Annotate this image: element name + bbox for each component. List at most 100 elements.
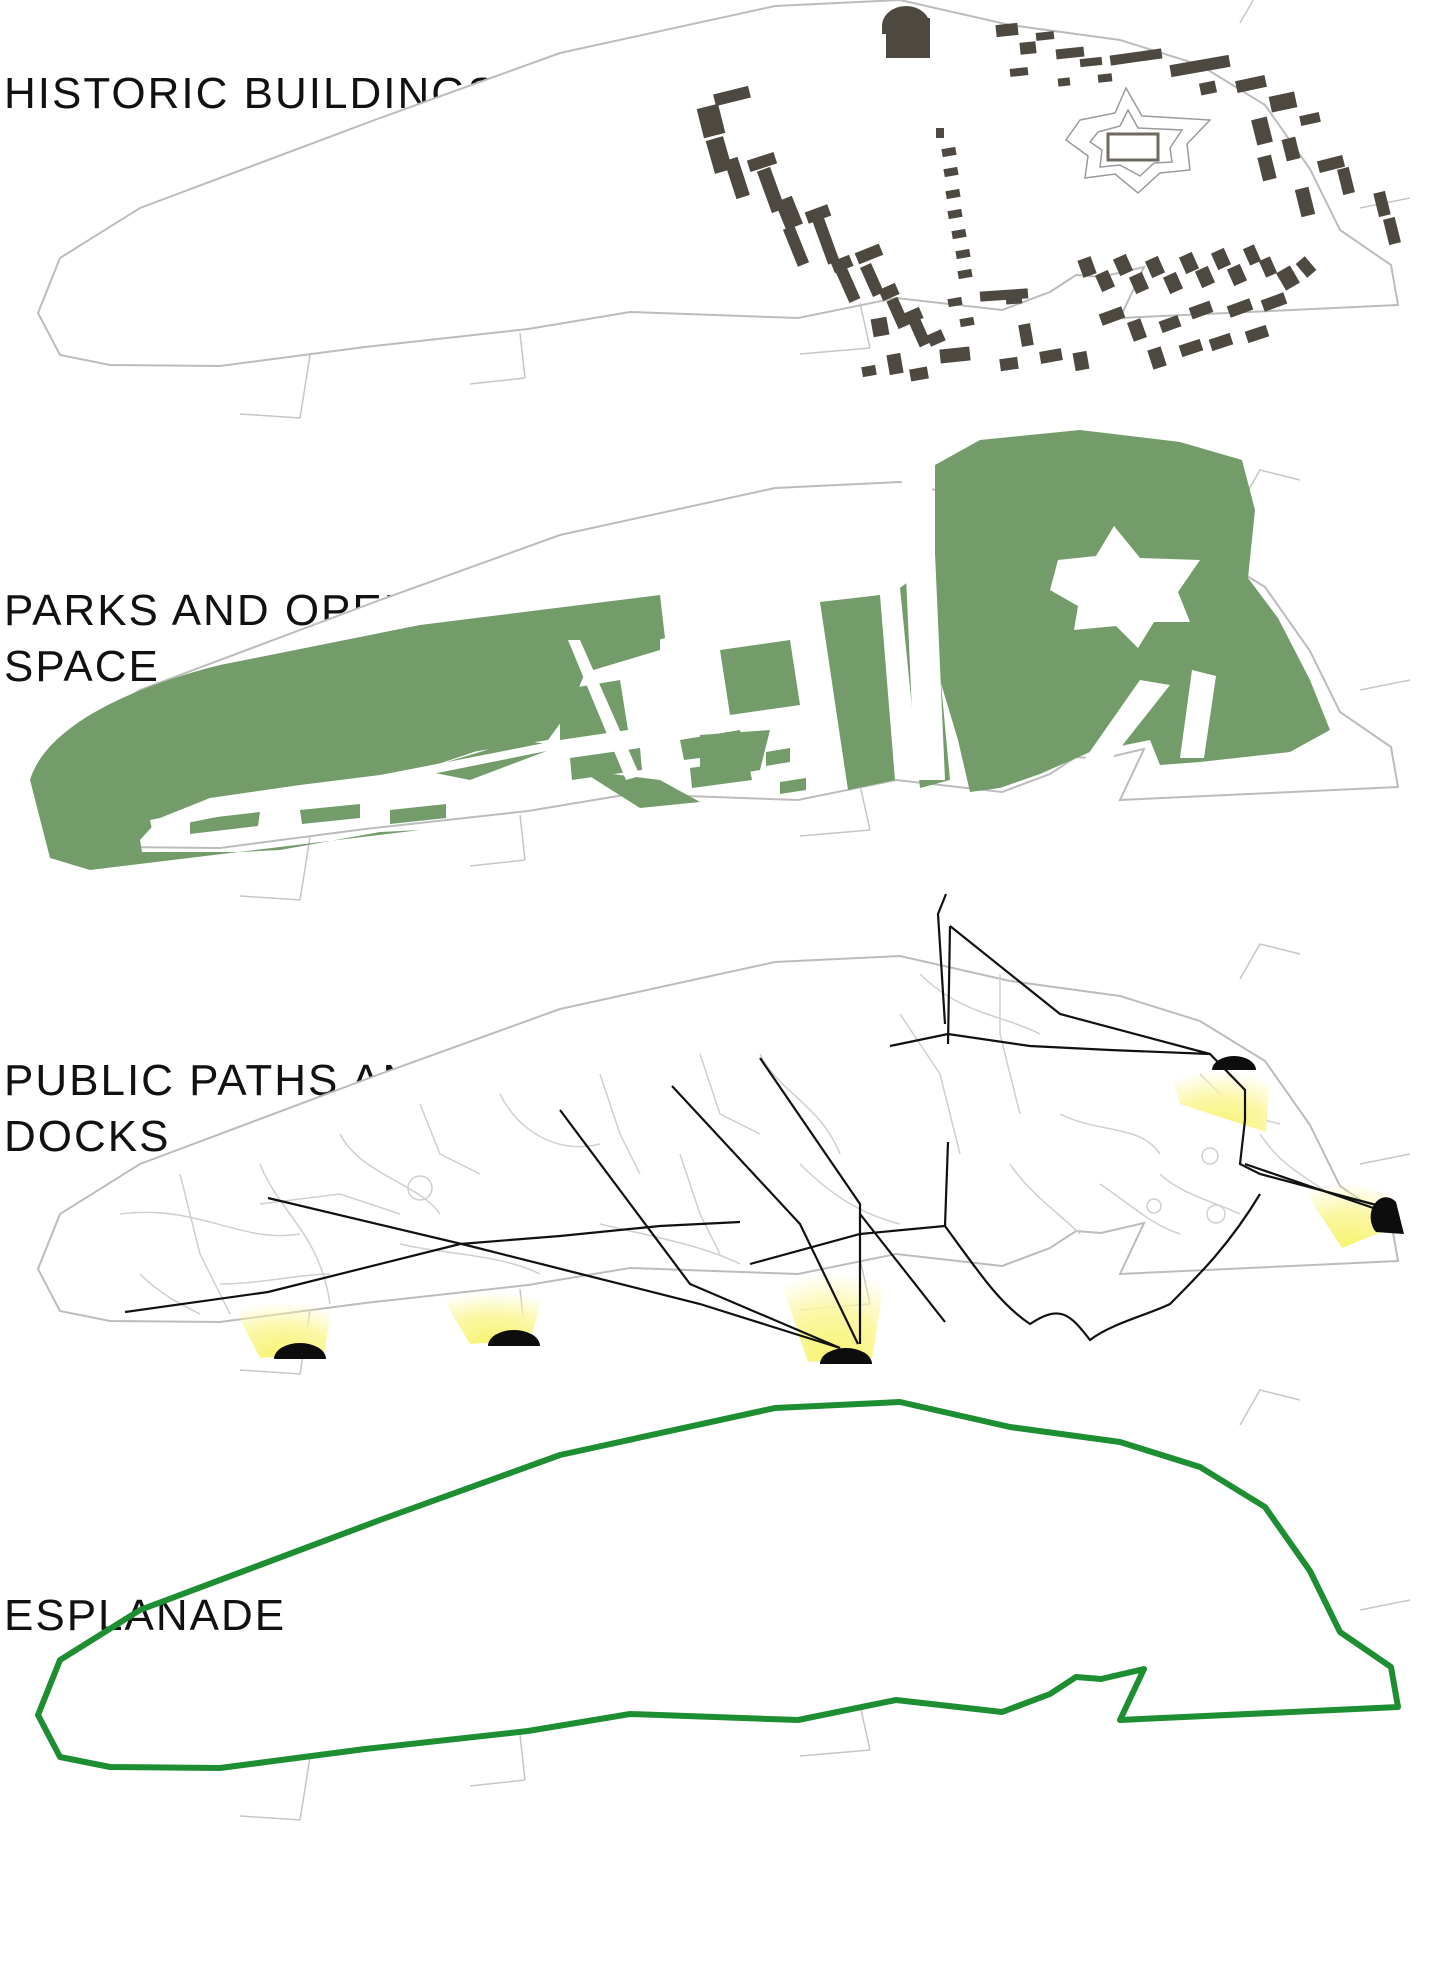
historic-building — [1128, 271, 1150, 295]
path-cut-west — [568, 640, 640, 780]
path-north-link — [946, 925, 952, 1045]
dock-3 — [820, 1348, 872, 1364]
park-south-strip-1 — [300, 740, 372, 766]
historic-building — [1373, 190, 1391, 218]
historic-building — [1109, 48, 1163, 66]
historic-building — [1299, 112, 1321, 126]
historic-building — [1112, 253, 1134, 277]
historic-building — [1268, 91, 1298, 113]
historic-building — [878, 282, 900, 302]
historic-building — [746, 151, 778, 173]
historic-building — [861, 364, 877, 378]
historic-building — [955, 248, 971, 260]
path-cut-vertical — [900, 440, 945, 780]
historic-building — [830, 254, 854, 274]
layer-title-esplanade: ESPLANADE — [4, 1591, 287, 1640]
path-cut-east — [1180, 670, 1216, 758]
historic-building — [1077, 256, 1097, 278]
park-small-lawn — [766, 748, 806, 794]
park-voids — [150, 436, 1216, 830]
historic-building — [1226, 298, 1254, 318]
path-to-east-dock — [1244, 1162, 1386, 1214]
historic-building — [835, 267, 861, 303]
layer-parks-open-space — [30, 430, 1411, 901]
historic-building — [959, 316, 975, 328]
historic-building — [1194, 265, 1216, 289]
path-north-arc — [889, 1032, 1381, 1208]
path-diag-2 — [671, 1085, 859, 1345]
path-east-loop — [936, 893, 948, 1025]
historic-building — [1188, 300, 1214, 320]
dock-1 — [274, 1343, 326, 1359]
historic-building — [909, 318, 931, 348]
historic-building — [1198, 80, 1218, 96]
historic-building — [999, 356, 1019, 372]
historic-building — [713, 85, 751, 107]
path-cut-diagonal — [1070, 680, 1170, 780]
historic-building — [1147, 346, 1167, 370]
park-south-wedge-2 — [580, 770, 700, 808]
historic-building — [724, 156, 750, 200]
historic-building — [1039, 348, 1063, 364]
path-cross-mid — [749, 1141, 950, 1266]
historic-building — [1260, 292, 1288, 312]
dock-5 — [1370, 1197, 1404, 1234]
historic-building — [1144, 255, 1166, 279]
park-south-strip-2 — [380, 726, 460, 750]
historic-building — [782, 225, 810, 267]
historic-building — [860, 262, 884, 298]
park-battery-lawn — [30, 595, 665, 870]
historic-building — [1158, 314, 1182, 334]
historic-building — [1258, 256, 1278, 278]
ferry-stubs — [239, 1389, 1411, 1821]
historic-building — [870, 316, 890, 338]
fort-clearing — [1050, 526, 1200, 648]
historic-building — [1242, 244, 1262, 266]
dock-glow-5 — [1300, 1176, 1394, 1248]
building-footprints — [696, 6, 1401, 382]
historic-building — [936, 128, 944, 138]
historic-building — [1169, 54, 1231, 78]
historic-building — [926, 329, 946, 347]
island-outline — [37, 955, 1399, 1323]
historic-building — [812, 217, 840, 265]
historic-building — [951, 228, 967, 240]
path-diag-1 — [559, 1109, 841, 1350]
historic-building — [886, 352, 904, 376]
historic-building — [1178, 251, 1200, 275]
historic-building — [909, 366, 929, 382]
minor-streets — [119, 973, 1331, 1315]
path-cut-lawn — [150, 740, 562, 830]
park-central-strip — [820, 595, 895, 790]
layer-historic-buildings — [37, 0, 1411, 419]
dock-2 — [488, 1330, 540, 1346]
path-east-west-main — [124, 1220, 741, 1314]
layer-public-paths-docks — [37, 893, 1411, 1375]
layer-esplanade — [38, 1389, 1411, 1821]
dock-glow-2 — [440, 1286, 546, 1344]
historic-building — [1162, 271, 1184, 295]
building-clearing — [894, 436, 926, 468]
historic-building — [1235, 75, 1267, 93]
historic-building — [1079, 56, 1103, 68]
path-south-east-loop — [944, 1193, 1261, 1342]
historic-building — [1009, 67, 1029, 77]
historic-building — [943, 166, 959, 178]
historic-building — [1210, 247, 1232, 271]
historic-building — [1097, 73, 1113, 83]
docks — [274, 1056, 1404, 1364]
historic-building — [1035, 31, 1055, 41]
path-north-diag — [949, 925, 1211, 1056]
historic-building — [1208, 332, 1234, 352]
historic-building — [886, 296, 910, 330]
historic-building — [1178, 338, 1204, 358]
round-historic-building — [882, 6, 930, 34]
historic-building — [854, 243, 884, 265]
park-lower-strips — [190, 804, 446, 834]
public-paths — [124, 893, 1386, 1350]
historic-building — [1094, 269, 1116, 293]
esplanade-loop — [38, 1402, 1398, 1768]
historic-building — [1281, 136, 1301, 162]
historic-building — [1226, 263, 1248, 287]
historic-building — [1316, 155, 1346, 173]
